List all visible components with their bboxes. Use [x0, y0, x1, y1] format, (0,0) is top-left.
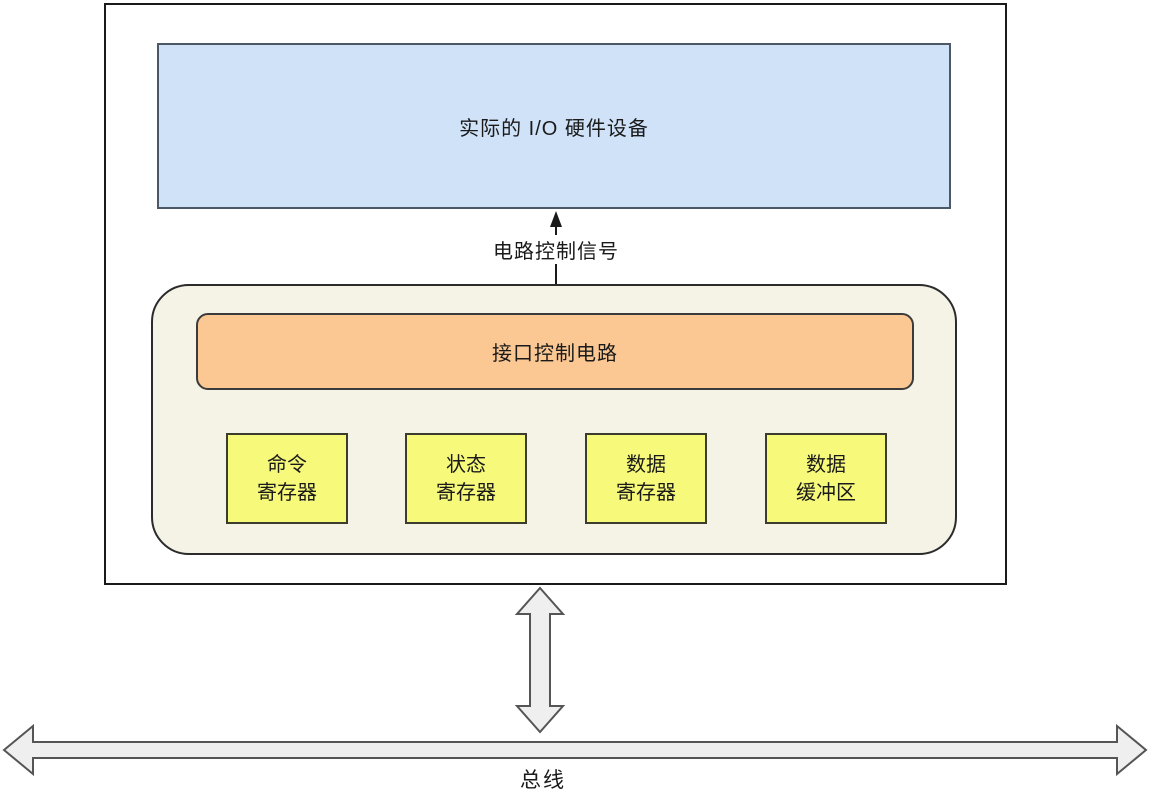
command-register-box: 命令 寄存器 — [226, 433, 348, 524]
data-register-box: 数据 寄存器 — [585, 433, 707, 524]
status-register-label: 状态 寄存器 — [436, 453, 496, 504]
control-signal-label: 电路控制信号 — [487, 235, 625, 264]
io-hardware-device-label: 实际的 I/O 硬件设备 — [459, 117, 649, 140]
io-hardware-device-box: 实际的 I/O 硬件设备 — [157, 43, 951, 209]
data-register-label: 数据 寄存器 — [616, 453, 676, 504]
module-bus-double-arrow-icon — [514, 586, 566, 734]
command-register-label: 命令 寄存器 — [257, 453, 317, 504]
bus-double-arrow-icon — [2, 723, 1148, 777]
status-register-box: 状态 寄存器 — [405, 433, 527, 524]
interface-control-circuit-label: 接口控制电路 — [492, 343, 618, 365]
interface-control-circuit-box: 接口控制电路 — [196, 313, 914, 390]
bus-label: 总线 — [520, 769, 566, 792]
data-buffer-label: 数据 缓冲区 — [796, 453, 856, 504]
data-buffer-box: 数据 缓冲区 — [765, 433, 887, 524]
